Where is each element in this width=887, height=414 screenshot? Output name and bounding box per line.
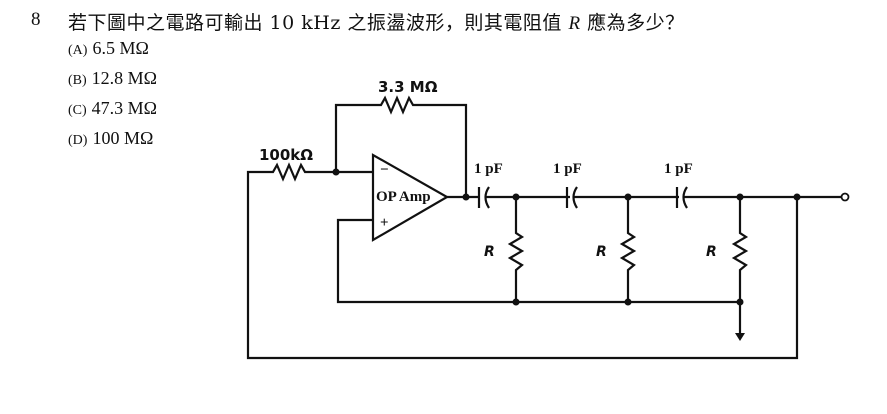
- question-text-before: 若下圖中之電路可輸出 10 kHz 之振盪波形，則其電阻值: [68, 12, 569, 34]
- option-b[interactable]: (B) 12.8 MΩ: [68, 68, 157, 89]
- resistor-r-3: [731, 197, 749, 302]
- opamp-label: OP Amp: [376, 189, 431, 205]
- ground-arrow-icon: [735, 333, 745, 341]
- wire-feedback: [334, 95, 468, 197]
- wire-outer-loop: [246, 170, 799, 360]
- opamp-plus: +: [380, 215, 389, 231]
- resistor-r-2: [619, 197, 637, 302]
- label-cap-2: 1 pF: [553, 161, 582, 177]
- label-cap-1: 1 pF: [474, 161, 503, 177]
- opamp-symbol: [371, 153, 450, 242]
- option-c[interactable]: (C) 47.3 MΩ: [68, 98, 157, 119]
- label-r-1: R: [484, 244, 495, 260]
- option-a-value: 6.5 MΩ: [92, 38, 149, 58]
- junction-dot: [736, 193, 744, 201]
- label-r-3: R: [706, 244, 717, 260]
- question-variable: R: [568, 13, 581, 34]
- option-d-label: (D): [68, 133, 88, 148]
- junction-dot: [793, 193, 801, 201]
- label-feedback-resistor: 3.3 MΩ: [378, 78, 438, 96]
- junction-dot: [624, 193, 632, 201]
- junction-dot: [512, 298, 520, 306]
- question-text-after: 應為多少？: [580, 12, 685, 34]
- option-d[interactable]: (D) 100 MΩ: [68, 128, 153, 149]
- resistor-r-1: [507, 197, 525, 302]
- option-b-label: (B): [68, 73, 87, 88]
- junction-dots: [332, 168, 801, 306]
- output-terminal: [840, 192, 850, 202]
- wire-noninverting-input: [336, 218, 740, 304]
- resistor-100k: [268, 162, 336, 182]
- option-c-label: (C): [68, 103, 87, 118]
- option-d-value: 100 MΩ: [92, 128, 154, 148]
- junction-dot: [332, 168, 340, 176]
- option-b-value: 12.8 MΩ: [91, 68, 158, 88]
- junction-dot: [512, 193, 520, 201]
- opamp-minus: −: [380, 162, 389, 178]
- question-number: 8: [31, 9, 41, 30]
- option-a-label: (A): [68, 43, 88, 58]
- junction-dot: [624, 298, 632, 306]
- option-a[interactable]: (A) 6.5 MΩ: [68, 38, 149, 59]
- option-c-value: 47.3 MΩ: [91, 98, 158, 118]
- label-r-2: R: [596, 244, 607, 260]
- question-text: 若下圖中之電路可輸出 10 kHz 之振盪波形，則其電阻值 R 應為多少？: [68, 8, 685, 35]
- label-100k: 100kΩ: [259, 146, 313, 164]
- junction-dot: [736, 298, 744, 306]
- label-cap-3: 1 pF: [664, 161, 693, 177]
- junction-dot: [462, 193, 470, 201]
